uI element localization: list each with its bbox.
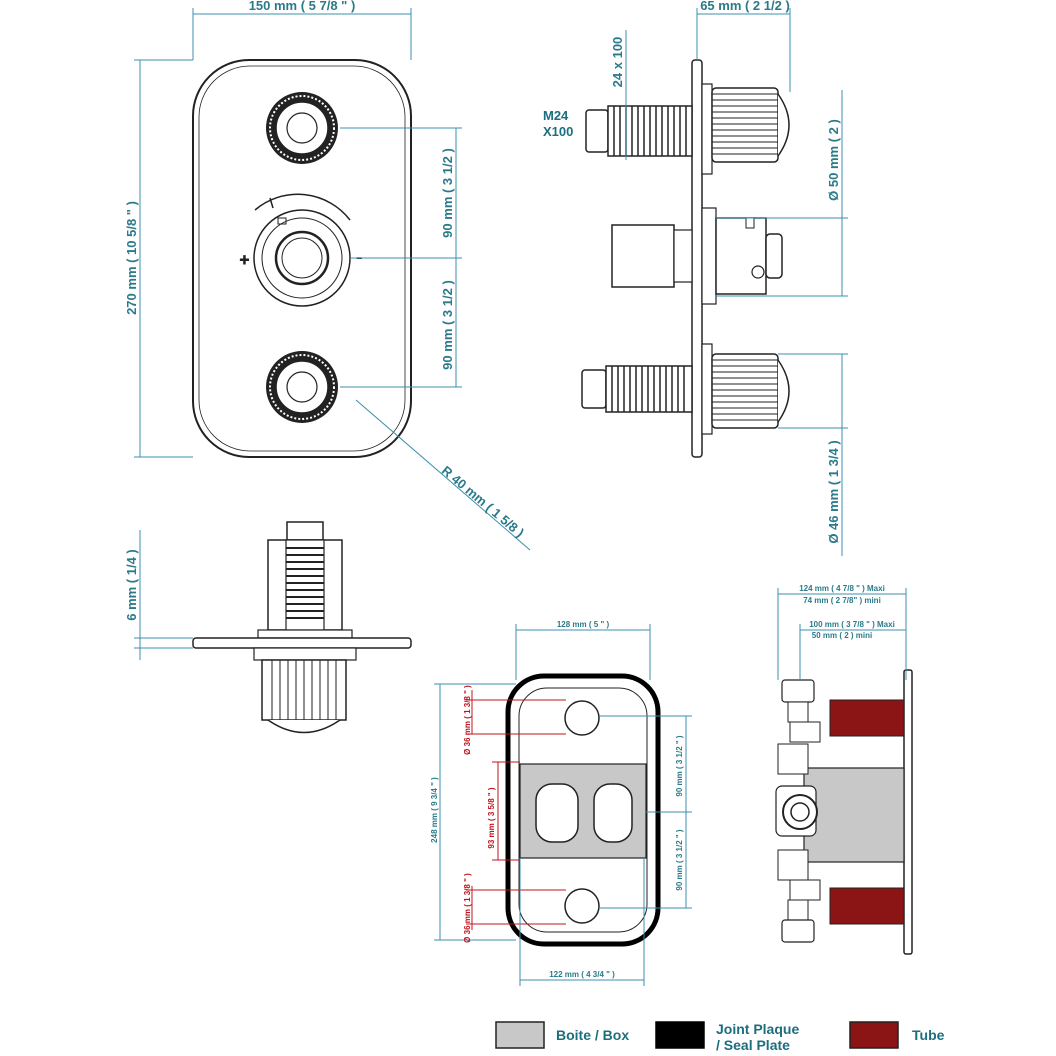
thermostat-knob: + – bbox=[239, 193, 363, 307]
upper-valve-side bbox=[585, 83, 790, 175]
front-width-dimension: 150 mm ( 5 7/8 " ) bbox=[249, 0, 356, 13]
seal-plate-view: 128 mm ( 5 " ) 248 mm ( 9 3/4 " ) Ø 36 m… bbox=[430, 620, 692, 986]
depth-max-dimension: 124 mm ( 4 7/8 " ) Maxi bbox=[799, 584, 885, 593]
plate-thickness-dimension: 6 mm ( 1/4 ) bbox=[124, 549, 139, 621]
depth2-min-dimension: 50 mm ( 2 ) mini bbox=[812, 631, 872, 640]
legend-box-swatch bbox=[495, 1021, 545, 1049]
bottom-handle-knob bbox=[266, 351, 338, 423]
legend: Boite / Box Joint Plaque / Seal Plate Tu… bbox=[495, 1021, 945, 1053]
box-side-view: 124 mm ( 4 7/8 " ) Maxi 74 mm ( 2 7/8" )… bbox=[775, 584, 913, 955]
side-depth-dimension: 65 mm ( 2 1/2 ) bbox=[700, 0, 790, 13]
legend-seal-swatch bbox=[655, 1021, 705, 1049]
thread-size-dimension: 24 x 100 bbox=[610, 37, 625, 88]
radius-dimension: R 40 mm ( 1 5/8 ) bbox=[439, 463, 527, 540]
depth-min-dimension: 74 mm ( 2 7/8" ) mini bbox=[803, 596, 881, 605]
legend-tube-label: Tube bbox=[912, 1027, 945, 1043]
top-view: 6 mm ( 1/4 ) bbox=[124, 521, 412, 734]
thread-label-m24: M24 bbox=[543, 108, 569, 123]
legend-seal-label-1: Joint Plaque bbox=[716, 1021, 799, 1037]
box-width-dimension: 122 mm ( 4 3/4 " ) bbox=[549, 970, 615, 979]
spacing-lower-dimension: 90 mm ( 3 1/2 ) bbox=[440, 280, 455, 370]
legend-tube-swatch bbox=[849, 1021, 899, 1049]
top-handle-knob bbox=[266, 92, 338, 164]
front-view: + – 150 mm ( 5 7/8 " ) 270 mm ( 10 5/8 "… bbox=[124, 0, 531, 551]
seal-spacing-lower-dimension: 90 mm ( 3 1/2 " ) bbox=[675, 829, 684, 890]
inner-height-dimension: 93 mm ( 3 5/8 " ) bbox=[487, 787, 496, 848]
thread-label-x100: X100 bbox=[543, 124, 573, 139]
legend-seal-label-2: / Seal Plate bbox=[716, 1037, 790, 1053]
thermostat-side bbox=[611, 207, 783, 305]
side-view: 65 mm ( 2 1/2 ) 24 x 100 M24 X100 Ø 50 m… bbox=[543, 0, 848, 556]
diameter-50-dimension: Ø 50 mm ( 2 ) bbox=[826, 119, 841, 201]
depth2-max-dimension: 100 mm ( 3 7/8 " ) Maxi bbox=[809, 620, 895, 629]
hole-dia-bottom-dimension: Ø 36 mm ( 1 3/8 " ) bbox=[463, 873, 472, 943]
seal-spacing-upper-dimension: 90 mm ( 3 1/2 " ) bbox=[675, 735, 684, 796]
lower-valve-side bbox=[581, 343, 790, 435]
front-height-dimension: 270 mm ( 10 5/8 " ) bbox=[124, 201, 139, 315]
diameter-46-dimension: Ø 46 mm ( 1 3/4 ) bbox=[826, 440, 841, 543]
seal-width-dimension: 128 mm ( 5 " ) bbox=[557, 620, 610, 629]
plus-mark: + bbox=[239, 253, 250, 268]
hole-dia-top-dimension: Ø 36 mm ( 1 3/8 " ) bbox=[463, 685, 472, 755]
spacing-upper-dimension: 90 mm ( 3 1/2 ) bbox=[440, 148, 455, 238]
legend-box-label: Boite / Box bbox=[556, 1027, 629, 1043]
seal-height-dimension: 248 mm ( 9 3/4 " ) bbox=[430, 777, 439, 843]
